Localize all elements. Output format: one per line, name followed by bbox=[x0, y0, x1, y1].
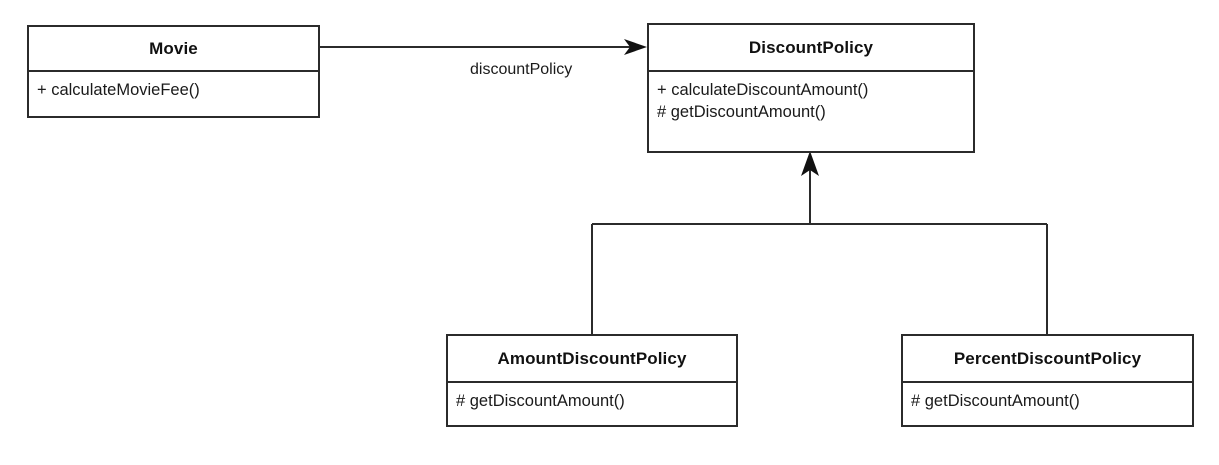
uml-class-discountpolicy[interactable]: DiscountPolicy + calculateDiscountAmount… bbox=[647, 23, 975, 153]
uml-member: + calculateMovieFee() bbox=[37, 81, 200, 99]
generalization-tree bbox=[591, 151, 1048, 334]
uml-members-amountdiscountpolicy: # getDiscountAmount() bbox=[448, 383, 736, 425]
uml-class-name-percentdiscountpolicy: PercentDiscountPolicy bbox=[903, 336, 1192, 383]
uml-class-name-discountpolicy: DiscountPolicy bbox=[649, 25, 973, 72]
uml-member: # getDiscountAmount() bbox=[456, 392, 625, 410]
association-arrowhead-icon bbox=[624, 39, 647, 55]
uml-member: # getDiscountAmount() bbox=[911, 392, 1080, 410]
uml-class-name-movie: Movie bbox=[29, 27, 318, 72]
uml-class-percentdiscountpolicy[interactable]: PercentDiscountPolicy # getDiscountAmoun… bbox=[901, 334, 1194, 427]
uml-class-name-amountdiscountpolicy: AmountDiscountPolicy bbox=[448, 336, 736, 383]
uml-member: + calculateDiscountAmount() bbox=[657, 81, 869, 99]
uml-member: # getDiscountAmount() bbox=[657, 103, 826, 121]
generalization-arrowhead-icon bbox=[801, 151, 819, 176]
uml-members-discountpolicy: + calculateDiscountAmount() # getDiscoun… bbox=[649, 72, 973, 151]
uml-class-amountdiscountpolicy[interactable]: AmountDiscountPolicy # getDiscountAmount… bbox=[446, 334, 738, 427]
uml-class-movie[interactable]: Movie + calculateMovieFee() bbox=[27, 25, 320, 118]
association-role-label: discountPolicy bbox=[470, 61, 573, 78]
uml-members-movie: + calculateMovieFee() bbox=[29, 72, 318, 116]
uml-members-percentdiscountpolicy: # getDiscountAmount() bbox=[903, 383, 1192, 425]
association-movie-to-discountpolicy bbox=[320, 39, 647, 55]
